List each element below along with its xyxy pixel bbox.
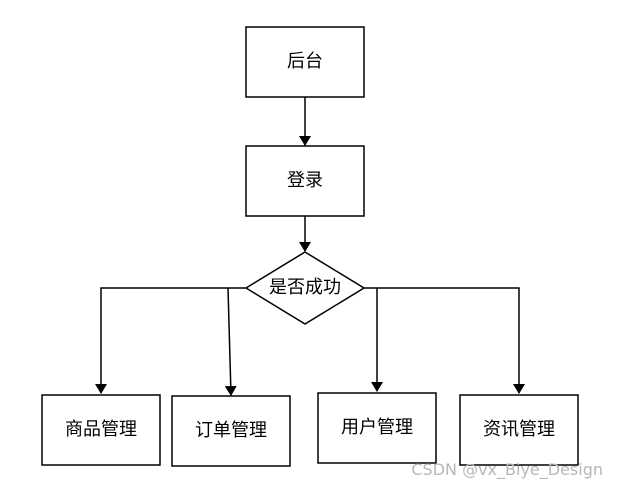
branch-news-management: 资讯管理 <box>459 394 579 466</box>
branch-label-product: 商品管理 <box>65 419 137 440</box>
branch-product-management: 商品管理 <box>41 394 161 466</box>
watermark-text: CSDN @vx_Biye_Design <box>411 460 603 480</box>
decision-label: 是否成功 <box>269 277 341 298</box>
branch-label-order: 订单管理 <box>195 420 267 441</box>
connector-right <box>364 287 525 394</box>
connector-left-inner <box>224 287 237 396</box>
backend-node: 后台 <box>245 26 365 98</box>
branch-order-management: 订单管理 <box>171 395 291 467</box>
decision-node: 是否成功 <box>244 251 366 325</box>
branch-label-news: 资讯管理 <box>483 419 555 440</box>
branch-label-user: 用户管理 <box>341 417 413 438</box>
login-node: 登录 <box>245 145 365 217</box>
login-label: 登录 <box>287 170 323 191</box>
branch-user-management: 用户管理 <box>317 392 437 464</box>
backend-label: 后台 <box>287 51 323 72</box>
connector-left <box>95 287 246 394</box>
branch-connectors <box>95 287 525 396</box>
